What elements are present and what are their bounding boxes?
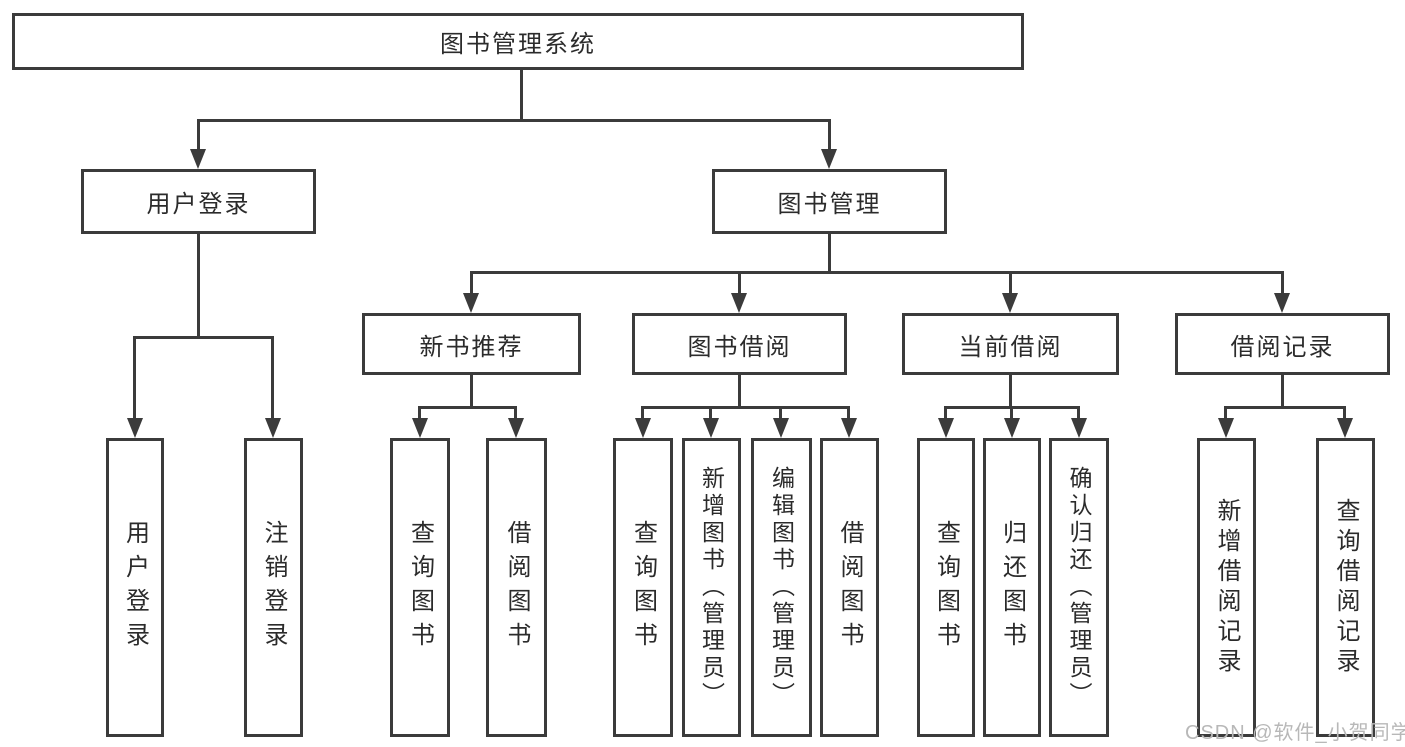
leaf-label: 查询图书 <box>932 519 960 656</box>
arrowhead-to-leaf-logout <box>265 418 281 438</box>
arrowhead-to-leaf-user-login <box>127 418 143 438</box>
connector-root-drop-right <box>828 119 831 152</box>
node-label: 用户登录 <box>146 191 251 218</box>
csdn-watermark: CSDN @软件_小贺同学 <box>1185 722 1405 744</box>
connector-root-bar <box>197 119 830 122</box>
node-user-login: 用户登录 <box>81 169 316 234</box>
arrowhead-to-borrow-record <box>1274 293 1290 313</box>
connector-drop-new-book <box>470 271 473 295</box>
connector-drop-current-borrow <box>1009 271 1012 295</box>
leaf-label: 新增图书（管理员） <box>698 466 725 709</box>
arrowhead-to-query-book-current <box>938 418 954 438</box>
arrowhead-to-book-management <box>821 149 837 169</box>
connector-root-stem <box>520 70 523 119</box>
leaf-return-book: 归还图书 <box>983 438 1041 737</box>
arrowhead-to-borrow-book-recommend <box>508 418 524 438</box>
arrowhead-to-add-borrow-record <box>1218 418 1234 438</box>
connector-current-borrow-drop-1 <box>944 406 947 420</box>
node-book-management: 图书管理 <box>712 169 947 234</box>
leaf-confirm-return-admin: 确认归还（管理员） <box>1049 438 1109 737</box>
node-borrow-record: 借阅记录 <box>1175 313 1390 375</box>
arrowhead-to-user-login <box>190 149 206 169</box>
connector-user-login-bar <box>134 336 274 339</box>
connector-user-login-drop-2 <box>271 336 274 420</box>
connector-book-borrow-drop-2 <box>709 406 712 420</box>
leaf-borrow-book-recommend: 借阅图书 <box>486 438 547 737</box>
arrowhead-to-query-book-borrow <box>635 418 651 438</box>
leaf-borrow-book: 借阅图书 <box>820 438 879 737</box>
arrowhead-to-edit-book-admin <box>773 418 789 438</box>
connector-book-management-stem <box>828 234 831 271</box>
node-label: 借阅记录 <box>1230 333 1335 361</box>
connector-user-login-drop-1 <box>133 336 136 420</box>
leaf-add-borrow-record: 新增借阅记录 <box>1197 438 1256 737</box>
connector-current-borrow-bar <box>946 406 1080 409</box>
leaf-label: 编辑图书（管理员） <box>768 466 795 709</box>
node-library-management-system: 图书管理系统 <box>12 13 1024 70</box>
connector-drop-borrow-record <box>1281 271 1284 295</box>
leaf-logout: 注销登录 <box>244 438 303 737</box>
connector-borrow-record-drop-2 <box>1343 406 1346 420</box>
leaf-query-book-borrow: 查询图书 <box>613 438 673 737</box>
arrowhead-to-current-borrow <box>1002 293 1018 313</box>
leaf-user-login: 用户登录 <box>106 438 164 737</box>
connector-root-drop-left <box>197 119 200 152</box>
arrowhead-to-confirm-return-admin <box>1071 418 1087 438</box>
connector-current-borrow-drop-2 <box>1010 406 1013 420</box>
leaf-query-book-current: 查询图书 <box>917 438 975 737</box>
node-label: 图书管理 <box>777 191 882 218</box>
connector-book-borrow-drop-4 <box>847 406 850 420</box>
leaf-label: 借阅图书 <box>836 519 863 656</box>
connector-new-book-drop-2 <box>514 406 517 420</box>
node-label: 当前借阅 <box>958 333 1063 361</box>
connector-book-borrow-bar <box>643 406 850 409</box>
node-label: 图书管理系统 <box>440 31 596 58</box>
connector-current-borrow-drop-3 <box>1077 406 1080 420</box>
node-current-borrow: 当前借阅 <box>902 313 1119 375</box>
leaf-label: 借阅图书 <box>503 519 530 656</box>
node-label: 图书借阅 <box>687 333 792 361</box>
connector-drop-book-borrow <box>738 271 741 295</box>
arrowhead-to-borrow-book <box>841 418 857 438</box>
arrowhead-to-return-book <box>1004 418 1020 438</box>
leaf-edit-book-admin: 编辑图书（管理员） <box>751 438 812 737</box>
connector-book-management-bar <box>471 271 1283 274</box>
connector-borrow-record-bar <box>1226 406 1346 409</box>
arrowhead-to-book-borrow <box>731 293 747 313</box>
node-book-borrow: 图书借阅 <box>632 313 847 375</box>
leaf-label: 确认归还（管理员） <box>1066 466 1092 709</box>
leaf-label: 注销登录 <box>260 519 287 656</box>
node-new-book-recommend: 新书推荐 <box>362 313 581 375</box>
leaf-label: 查询借阅记录 <box>1332 497 1359 678</box>
connector-borrow-record-drop-1 <box>1224 406 1227 420</box>
connector-new-book-stem <box>470 375 473 406</box>
leaf-label: 查询图书 <box>629 519 657 656</box>
connector-user-login-stem <box>197 234 200 336</box>
arrowhead-to-new-book-recommend <box>463 293 479 313</box>
connector-book-borrow-stem <box>738 375 741 406</box>
connector-borrow-record-stem <box>1281 375 1284 406</box>
connector-new-book-bar <box>420 406 517 409</box>
leaf-label: 用户登录 <box>121 519 149 656</box>
connector-book-borrow-drop-1 <box>641 406 644 420</box>
leaf-query-book-recommend: 查询图书 <box>390 438 450 737</box>
node-label: 新书推荐 <box>419 333 524 361</box>
arrowhead-to-query-book-recommend <box>412 418 428 438</box>
connector-new-book-drop-1 <box>418 406 421 420</box>
connector-book-borrow-drop-3 <box>779 406 782 420</box>
arrowhead-to-add-book-admin <box>703 418 719 438</box>
leaf-query-borrow-record: 查询借阅记录 <box>1316 438 1375 737</box>
connector-current-borrow-stem <box>1009 375 1012 406</box>
leaf-label: 查询图书 <box>406 519 434 656</box>
leaf-label: 新增借阅记录 <box>1213 497 1240 678</box>
leaf-add-book-admin: 新增图书（管理员） <box>682 438 741 737</box>
arrowhead-to-query-borrow-record <box>1337 418 1353 438</box>
leaf-label: 归还图书 <box>998 519 1026 656</box>
